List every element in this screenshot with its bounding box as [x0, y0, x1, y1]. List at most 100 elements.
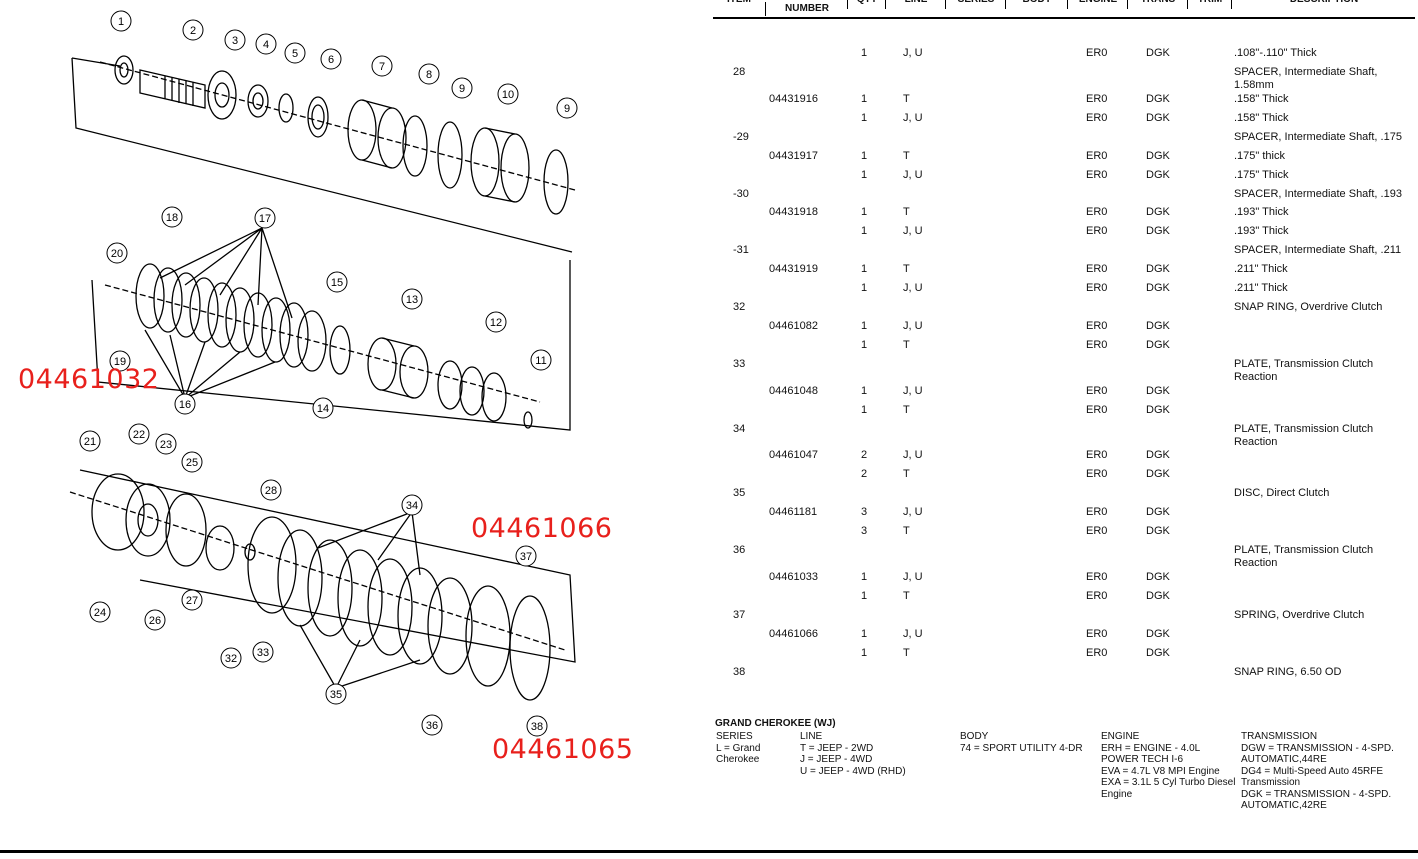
description-cell: SNAP RING, Overdrive Clutch: [1234, 301, 1383, 313]
legend-transmission-values: DGW = TRANSMISSION - 4-SPD. AUTOMATIC,44…: [1241, 742, 1394, 812]
svg-text:33: 33: [257, 647, 269, 659]
part-number-cell: 04461181: [769, 506, 818, 518]
svg-text:34: 34: [406, 500, 418, 512]
annotation-part-number: 04461065: [492, 734, 634, 765]
annotation-part-number: 04461032: [18, 364, 160, 395]
header-trans: TRANS: [1127, 0, 1188, 9]
description-cell: PLATE, Transmission Clutch Reaction: [1234, 544, 1374, 569]
callout: 24: [89, 601, 111, 623]
svg-text:38: 38: [531, 721, 543, 733]
legend-series: SERIES L = Grand Cherokee: [716, 731, 796, 766]
engine-cell: ER0: [1086, 571, 1108, 583]
header-item: ITEM: [713, 0, 765, 9]
trans-cell: DGK: [1146, 647, 1170, 659]
description-cell: PLATE, Transmission Clutch Reaction: [1234, 358, 1374, 383]
description-cell: SPACER, Intermediate Shaft, 1.58mm: [1234, 66, 1378, 91]
svg-text:13: 13: [406, 294, 418, 306]
trans-cell: DGK: [1146, 263, 1170, 275]
qty-cell: 1: [861, 93, 868, 105]
engine-cell: ER0: [1086, 282, 1108, 294]
engine-cell: ER0: [1086, 320, 1108, 332]
line-cell: J, U: [903, 282, 923, 294]
trans-cell: DGK: [1146, 339, 1170, 351]
part-number-cell: 04461066: [769, 628, 818, 640]
trans-cell: DGK: [1146, 506, 1170, 518]
qty-cell: 1: [861, 571, 868, 583]
part-5-ring: [278, 93, 294, 123]
description-cell: .211" Thick: [1234, 263, 1288, 275]
callout: 38: [526, 715, 548, 737]
trans-cell: DGK: [1146, 404, 1170, 416]
line-cell: J, U: [903, 112, 923, 124]
callout: 23: [155, 433, 177, 455]
callout: 9: [556, 97, 578, 119]
description-cell: PLATE, Transmission Clutch Reaction: [1234, 423, 1374, 448]
callout: 15: [326, 271, 348, 293]
table-row: 34 PLATE, Transmission Clutch Reaction: [713, 423, 1415, 448]
engine-cell: ER0: [1086, 339, 1108, 351]
svg-text:36: 36: [426, 720, 438, 732]
svg-text:8: 8: [426, 69, 432, 81]
line-cell: J, U: [903, 320, 923, 332]
svg-text:23: 23: [160, 439, 172, 451]
legend-transmission-heading: TRANSMISSION: [1241, 731, 1318, 742]
trans-cell: DGK: [1146, 206, 1170, 218]
qty-cell: 1: [861, 339, 868, 351]
description-cell: .211" Thick: [1234, 282, 1288, 294]
engine-cell: ER0: [1086, 468, 1108, 480]
legend-series-values: L = Grand Cherokee: [716, 742, 761, 766]
part-number-cell: 04431918: [769, 206, 818, 218]
header-rule: [713, 17, 1415, 19]
clutch-pack-16-17: [135, 263, 327, 372]
description-cell: SNAP RING, 6.50 OD: [1234, 666, 1342, 678]
trans-cell: DGK: [1146, 47, 1170, 59]
svg-text:5: 5: [292, 48, 298, 60]
item-cell: 38: [733, 666, 746, 678]
svg-text:2: 2: [190, 25, 196, 37]
svg-text:26: 26: [149, 615, 161, 627]
part-number-cell: 04461048: [769, 385, 818, 397]
svg-text:3: 3: [232, 35, 238, 47]
item-cell: 34: [733, 423, 746, 435]
trans-cell: DGK: [1146, 525, 1170, 537]
svg-text:6: 6: [328, 54, 334, 66]
part-8-ring: [402, 115, 428, 177]
line-cell: J, U: [903, 571, 923, 583]
part-9b-snap-ring: [543, 149, 569, 215]
description-cell: .175" thick: [1234, 150, 1285, 162]
callout: 14: [312, 397, 334, 419]
shaft-axis: [99, 61, 576, 191]
table-row: 36 PLATE, Transmission Clutch Reaction: [713, 544, 1415, 569]
svg-text:24: 24: [94, 607, 106, 619]
description-cell: DISC, Direct Clutch: [1234, 487, 1330, 499]
item-cell: 37: [733, 609, 746, 621]
description-cell: .193" Thick: [1234, 225, 1289, 237]
legend-line-values: T = JEEP - 2WD J = JEEP - 4WD U = JEEP -…: [800, 742, 906, 777]
line-cell: J, U: [903, 506, 923, 518]
line-cell: T: [903, 468, 910, 480]
engine-cell: ER0: [1086, 47, 1108, 59]
engine-cell: ER0: [1086, 385, 1108, 397]
callout: 9: [451, 77, 473, 99]
line-cell: J, U: [903, 169, 923, 181]
engine-cell: ER0: [1086, 590, 1108, 602]
legend-line: LINE T = JEEP - 2WD J = JEEP - 4WD U = J…: [800, 731, 950, 777]
item-cell: 36: [733, 544, 746, 556]
line-cell: J, U: [903, 628, 923, 640]
qty-cell: 2: [861, 449, 868, 461]
svg-text:22: 22: [133, 429, 145, 441]
line-cell: T: [903, 647, 910, 659]
legend-title: GRAND CHEROKEE (WJ): [715, 718, 836, 729]
svg-text:15: 15: [331, 277, 343, 289]
panel-outline-mid: [91, 260, 571, 431]
svg-text:9: 9: [564, 103, 570, 115]
engine-cell: ER0: [1086, 525, 1108, 537]
svg-text:14: 14: [317, 403, 329, 415]
